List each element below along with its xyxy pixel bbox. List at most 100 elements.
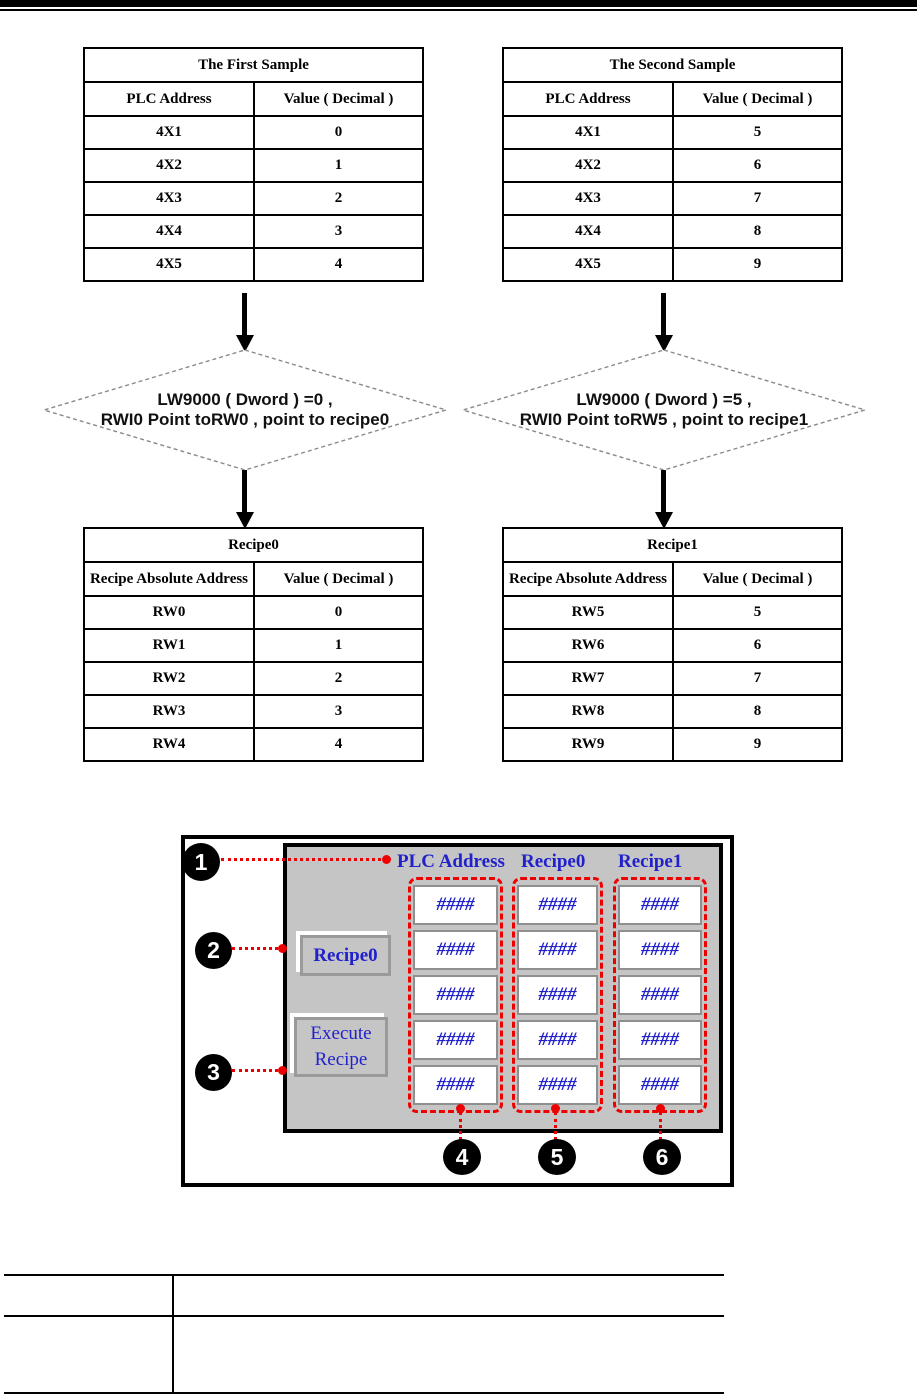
cell-value: 8 — [672, 694, 843, 729]
table-row: 4X3 2 — [83, 181, 424, 216]
table-title: The First Sample — [83, 47, 424, 83]
first-sample-table: The First Sample PLC Address Value ( Dec… — [83, 47, 424, 282]
column-header-value: Value ( Decimal ) — [672, 561, 843, 597]
callout6-connector-line — [659, 1112, 662, 1140]
callout6-connector-dot — [656, 1104, 665, 1113]
numeric-input-field[interactable]: #### — [517, 1065, 598, 1105]
numeric-input-field[interactable]: #### — [413, 930, 498, 970]
flow-arrow-shaft — [661, 470, 666, 513]
cell-address: 4X4 — [83, 214, 255, 249]
numeric-input-field[interactable]: #### — [517, 930, 598, 970]
decision-text-line1: LW9000 ( Dword ) =5 , — [576, 390, 752, 409]
table-row: 4X3 7 — [502, 181, 843, 216]
column-header-address: Recipe Absolute Address — [83, 561, 255, 597]
cell-value: 4 — [253, 247, 424, 282]
callout-badge-2: 2 — [195, 932, 232, 969]
table-title: Recipe0 — [83, 527, 424, 563]
flow-arrow-head — [655, 335, 673, 352]
notes-table-top-border — [4, 1274, 724, 1276]
decision-diamond-right: LW9000 ( Dword ) =5 , RWI0 Point toRW5 ,… — [459, 346, 869, 474]
cell-address: 4X1 — [83, 115, 255, 150]
callout3-connector-line — [232, 1069, 284, 1072]
table-row: RW3 3 — [83, 694, 424, 729]
decision-text-line2: RWI0 Point toRW5 , point to recipe1 — [519, 410, 809, 429]
table-row: 4X4 8 — [502, 214, 843, 249]
decision-text-line2: RWI0 Point toRW0 , point to recipe0 — [100, 410, 390, 429]
numeric-input-field[interactable]: #### — [517, 975, 598, 1015]
cell-address: RW1 — [83, 628, 255, 663]
cell-value: 4 — [253, 727, 424, 762]
column-header-address: PLC Address — [83, 81, 255, 117]
cell-value: 6 — [672, 628, 843, 663]
numeric-input-field[interactable]: #### — [413, 975, 498, 1015]
cell-address: RW4 — [83, 727, 255, 762]
hmi-recipe1-column: #### #### #### #### #### — [613, 877, 707, 1113]
table-row: RW8 8 — [502, 694, 843, 729]
table-row: 4X2 6 — [502, 148, 843, 183]
cell-address: 4X4 — [502, 214, 674, 249]
table-row: RW6 6 — [502, 628, 843, 663]
numeric-input-field[interactable]: #### — [517, 885, 598, 925]
cell-value: 9 — [672, 247, 843, 282]
cell-address: RW3 — [83, 694, 255, 729]
callout4-connector-line — [459, 1112, 462, 1140]
cell-address: RW5 — [502, 595, 674, 630]
recipe0-button-label: Recipe0 — [313, 944, 378, 966]
hmi-recipe0-column: #### #### #### #### #### — [512, 877, 603, 1113]
notes-table-bottom-border — [4, 1392, 724, 1394]
hmi-header-plc-address: PLC Address — [397, 851, 505, 872]
numeric-input-field[interactable]: #### — [413, 885, 498, 925]
cell-value: 3 — [253, 214, 424, 249]
numeric-input-field[interactable]: #### — [618, 975, 702, 1015]
column-header-address: PLC Address — [502, 81, 674, 117]
cell-value: 2 — [253, 661, 424, 696]
table-row: 4X5 4 — [83, 247, 424, 282]
table-row: 4X5 9 — [502, 247, 843, 282]
callout-badge-3: 3 — [195, 1054, 232, 1091]
flow-arrow-head — [236, 512, 254, 529]
numeric-input-field[interactable]: #### — [413, 1065, 498, 1105]
table-row: 4X1 5 — [502, 115, 843, 150]
callout3-connector-dot — [278, 1066, 287, 1075]
callout-badge-5: 5 — [538, 1139, 576, 1175]
numeric-input-field[interactable]: #### — [618, 930, 702, 970]
second-sample-table: The Second Sample PLC Address Value ( De… — [502, 47, 843, 282]
execute-recipe-button[interactable]: Execute Recipe — [294, 1017, 388, 1077]
numeric-input-field[interactable]: #### — [618, 885, 702, 925]
flow-arrow-head — [236, 335, 254, 352]
cell-address: 4X1 — [502, 115, 674, 150]
callout4-connector-dot — [456, 1104, 465, 1113]
cell-address: RW0 — [83, 595, 255, 630]
flow-arrow-shaft — [661, 293, 666, 336]
execute-recipe-label-line1: Execute — [310, 1023, 372, 1044]
cell-value: 6 — [672, 148, 843, 183]
numeric-input-field[interactable]: #### — [618, 1065, 702, 1105]
table-row: RW9 9 — [502, 727, 843, 762]
numeric-input-field[interactable]: #### — [517, 1020, 598, 1060]
cell-address: RW9 — [502, 727, 674, 762]
cell-value: 5 — [672, 595, 843, 630]
cell-address: RW8 — [502, 694, 674, 729]
cell-value: 8 — [672, 214, 843, 249]
cell-address: 4X3 — [502, 181, 674, 216]
callout2-connector-line — [232, 947, 284, 950]
cell-address: 4X2 — [83, 148, 255, 183]
hmi-header-recipe1: Recipe1 — [618, 851, 683, 872]
flow-arrow-shaft — [242, 470, 247, 513]
cell-address: RW6 — [502, 628, 674, 663]
column-header-address: Recipe Absolute Address — [502, 561, 674, 597]
recipe0-button[interactable]: Recipe0 — [300, 935, 391, 976]
cell-value: 2 — [253, 181, 424, 216]
recipe0-table: Recipe0 Recipe Absolute Address Value ( … — [83, 527, 424, 762]
column-header-value: Value ( Decimal ) — [253, 561, 424, 597]
cell-value: 1 — [253, 148, 424, 183]
numeric-input-field[interactable]: #### — [618, 1020, 702, 1060]
callout-badge-1: 1 — [182, 843, 220, 881]
callout-badge-4: 4 — [443, 1139, 481, 1175]
hmi-header-recipe0: Recipe0 — [521, 851, 586, 872]
cell-value: 9 — [672, 727, 843, 762]
table-row: RW5 5 — [502, 595, 843, 630]
numeric-input-field[interactable]: #### — [413, 1020, 498, 1060]
callout-badge-6: 6 — [643, 1139, 681, 1175]
